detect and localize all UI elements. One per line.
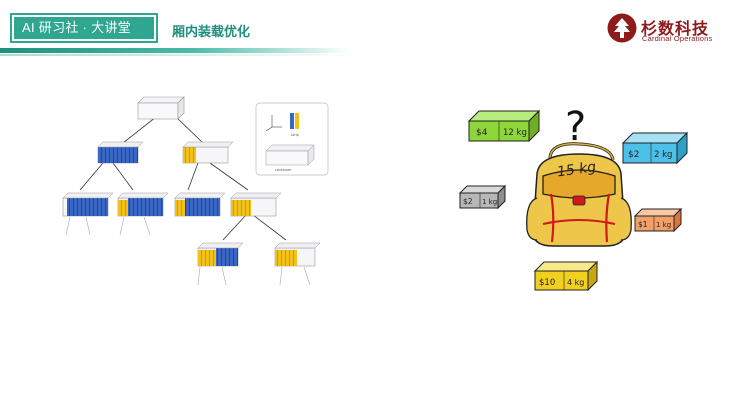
logo-subtitle: Cardinal Operations (642, 34, 713, 43)
item-yellow-price: $10 (539, 278, 555, 288)
item-green-weight: 12 kg (503, 128, 527, 138)
node-blue-1 (97, 141, 144, 164)
backpack-capacity-label: 15 kg (556, 159, 597, 180)
item-orange-box: $1 1 kg (633, 207, 683, 233)
knapsack-illustration: ? $4 12 kg $2 2 kg $2 1 kg (458, 104, 689, 292)
item-yellow-weight: 4 kg (567, 278, 584, 287)
node-blue-2a (62, 192, 114, 217)
item-blue-box: $2 2 kg (621, 131, 689, 165)
item-grey-weight: 1 kg (482, 198, 497, 206)
lecture-badge: AI 研习社 · 大讲堂 (10, 13, 158, 43)
tree-edges (79, 116, 287, 241)
backpack-icon (526, 142, 632, 247)
axes-icon (265, 115, 282, 132)
tree-logo-icon (607, 13, 637, 43)
node-mixed-3a (197, 242, 244, 267)
item-grey-box: $2 1 kg (458, 184, 507, 210)
node-yellow-1 (182, 141, 234, 164)
packing-tree-diagram: strip container (62, 96, 329, 286)
root-container (137, 96, 185, 120)
node-mixed-2b (117, 192, 169, 217)
item-blue-weight: 2 kg (654, 150, 672, 160)
question-mark: ? (565, 104, 586, 150)
node-yellow-3b (274, 242, 321, 267)
item-orange-price: $1 (638, 220, 648, 229)
title-underline-shadow (0, 54, 360, 56)
node-mixed-2c (174, 192, 226, 217)
item-yellow-box: $10 4 kg (533, 260, 599, 292)
logo-name: 杉数科技 (641, 21, 710, 38)
tree-legend: strip container (255, 102, 329, 176)
legend-strip-label: strip (291, 133, 300, 137)
title-underline (0, 48, 350, 53)
item-grey-price: $2 (463, 197, 473, 206)
item-orange-weight: 1 kg (656, 221, 671, 229)
item-blue-price: $2 (628, 150, 639, 160)
lecture-badge-text: AI 研习社 · 大讲堂 (14, 17, 154, 39)
tree-leaf-edges (65, 216, 311, 286)
legend-container-label: container (275, 168, 292, 172)
slide-title: 厢内装载优化 (172, 24, 251, 39)
node-yellow-2d (230, 192, 282, 217)
item-green-price: $4 (476, 128, 488, 138)
item-green-box: $4 12 kg (467, 109, 541, 143)
company-logo: 杉数科技 Cardinal Operations (607, 13, 727, 45)
